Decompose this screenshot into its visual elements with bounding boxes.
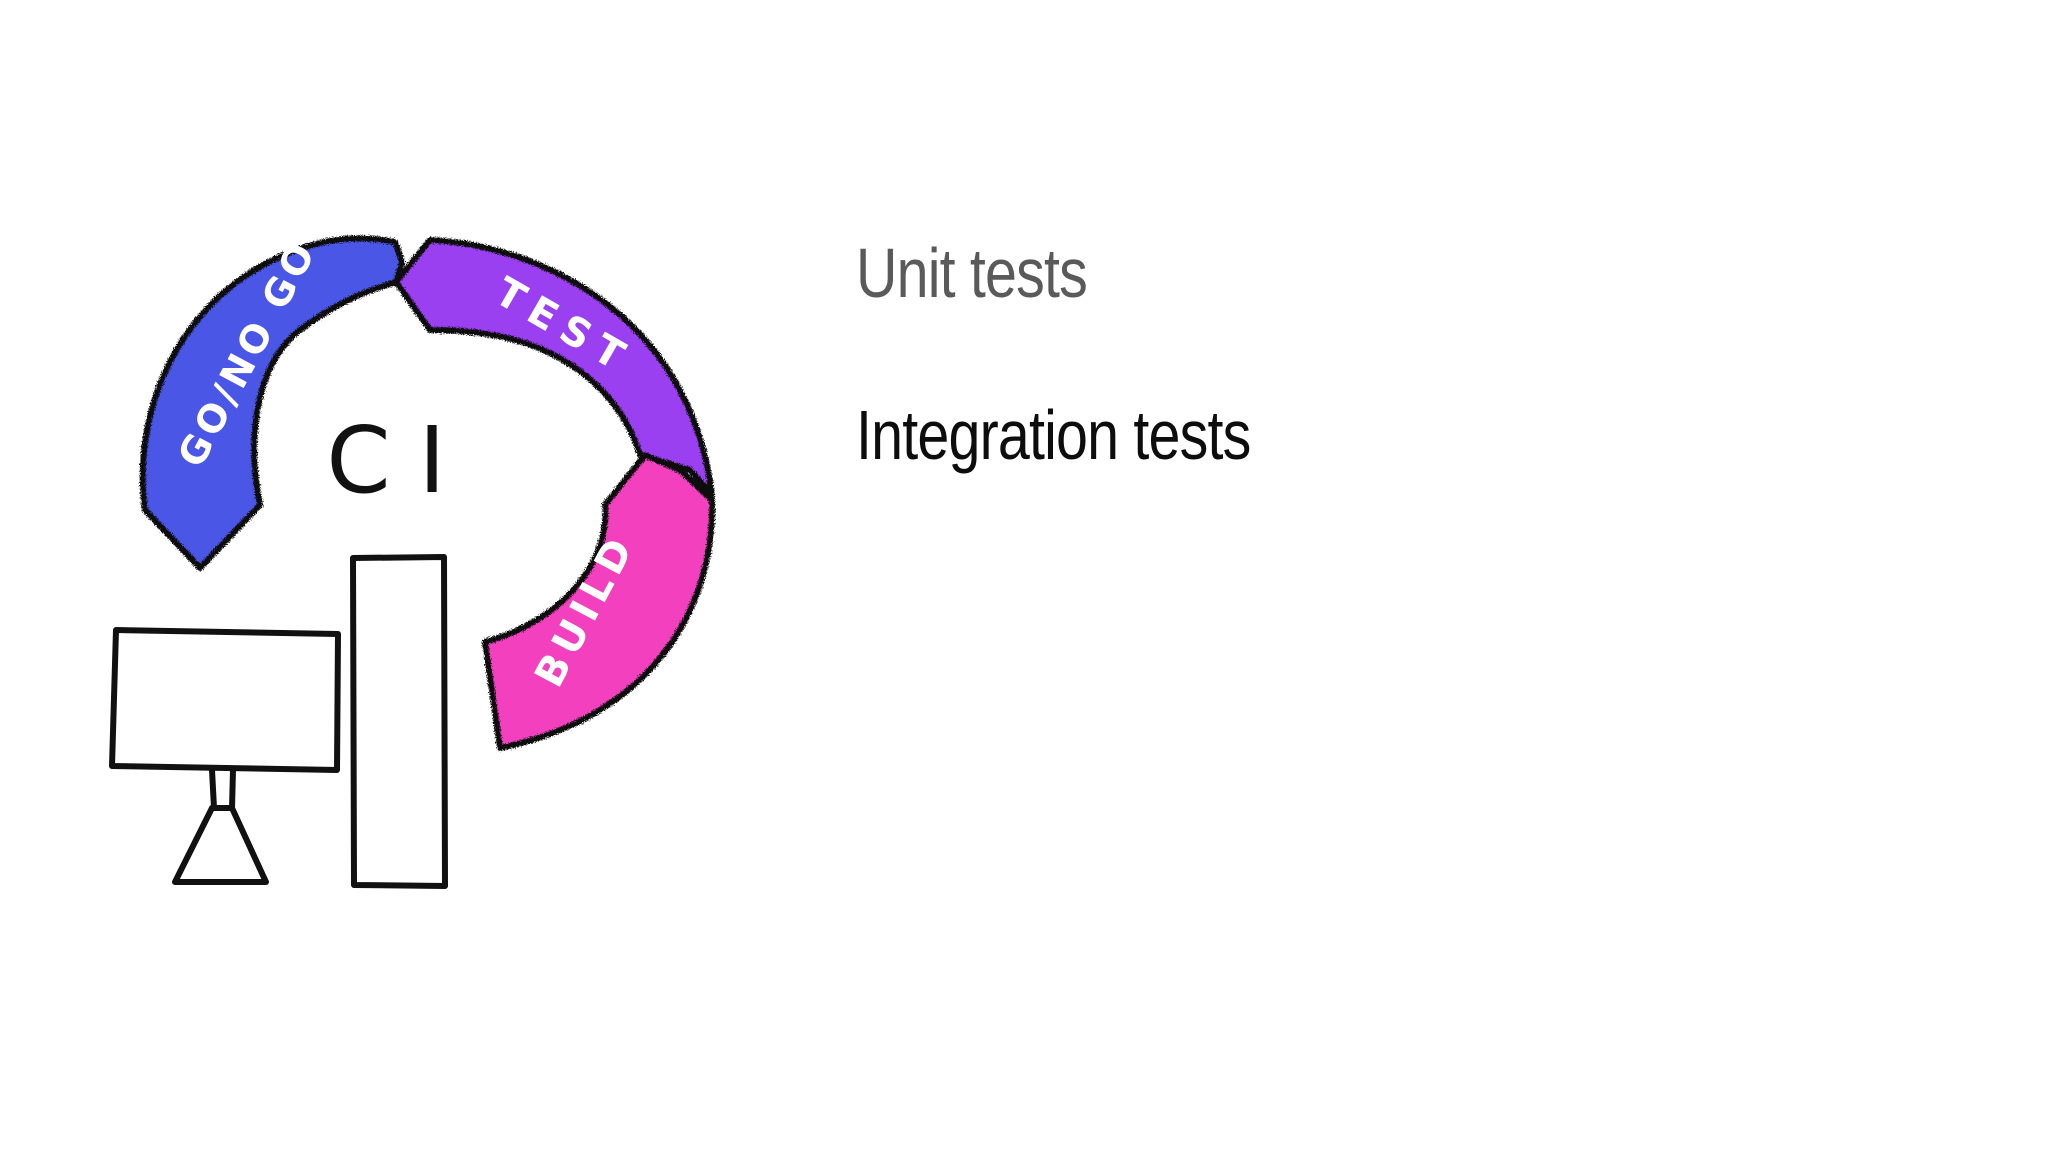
integration-tests-item: Integration tests <box>856 396 1251 474</box>
go-no-go-segment: GO/NO GO <box>139 233 405 571</box>
unit-tests-item: Unit tests <box>856 234 1088 312</box>
ci-center-label: CI <box>326 407 473 514</box>
monitor-icon <box>109 627 341 885</box>
go-no-go-arc <box>139 235 405 571</box>
build-arc <box>482 452 716 751</box>
test-arc <box>393 237 715 498</box>
build-segment: BUILD <box>482 452 716 751</box>
computer-tower-icon <box>350 554 448 889</box>
topic-list: Unit tests Integration tests <box>856 238 1337 470</box>
